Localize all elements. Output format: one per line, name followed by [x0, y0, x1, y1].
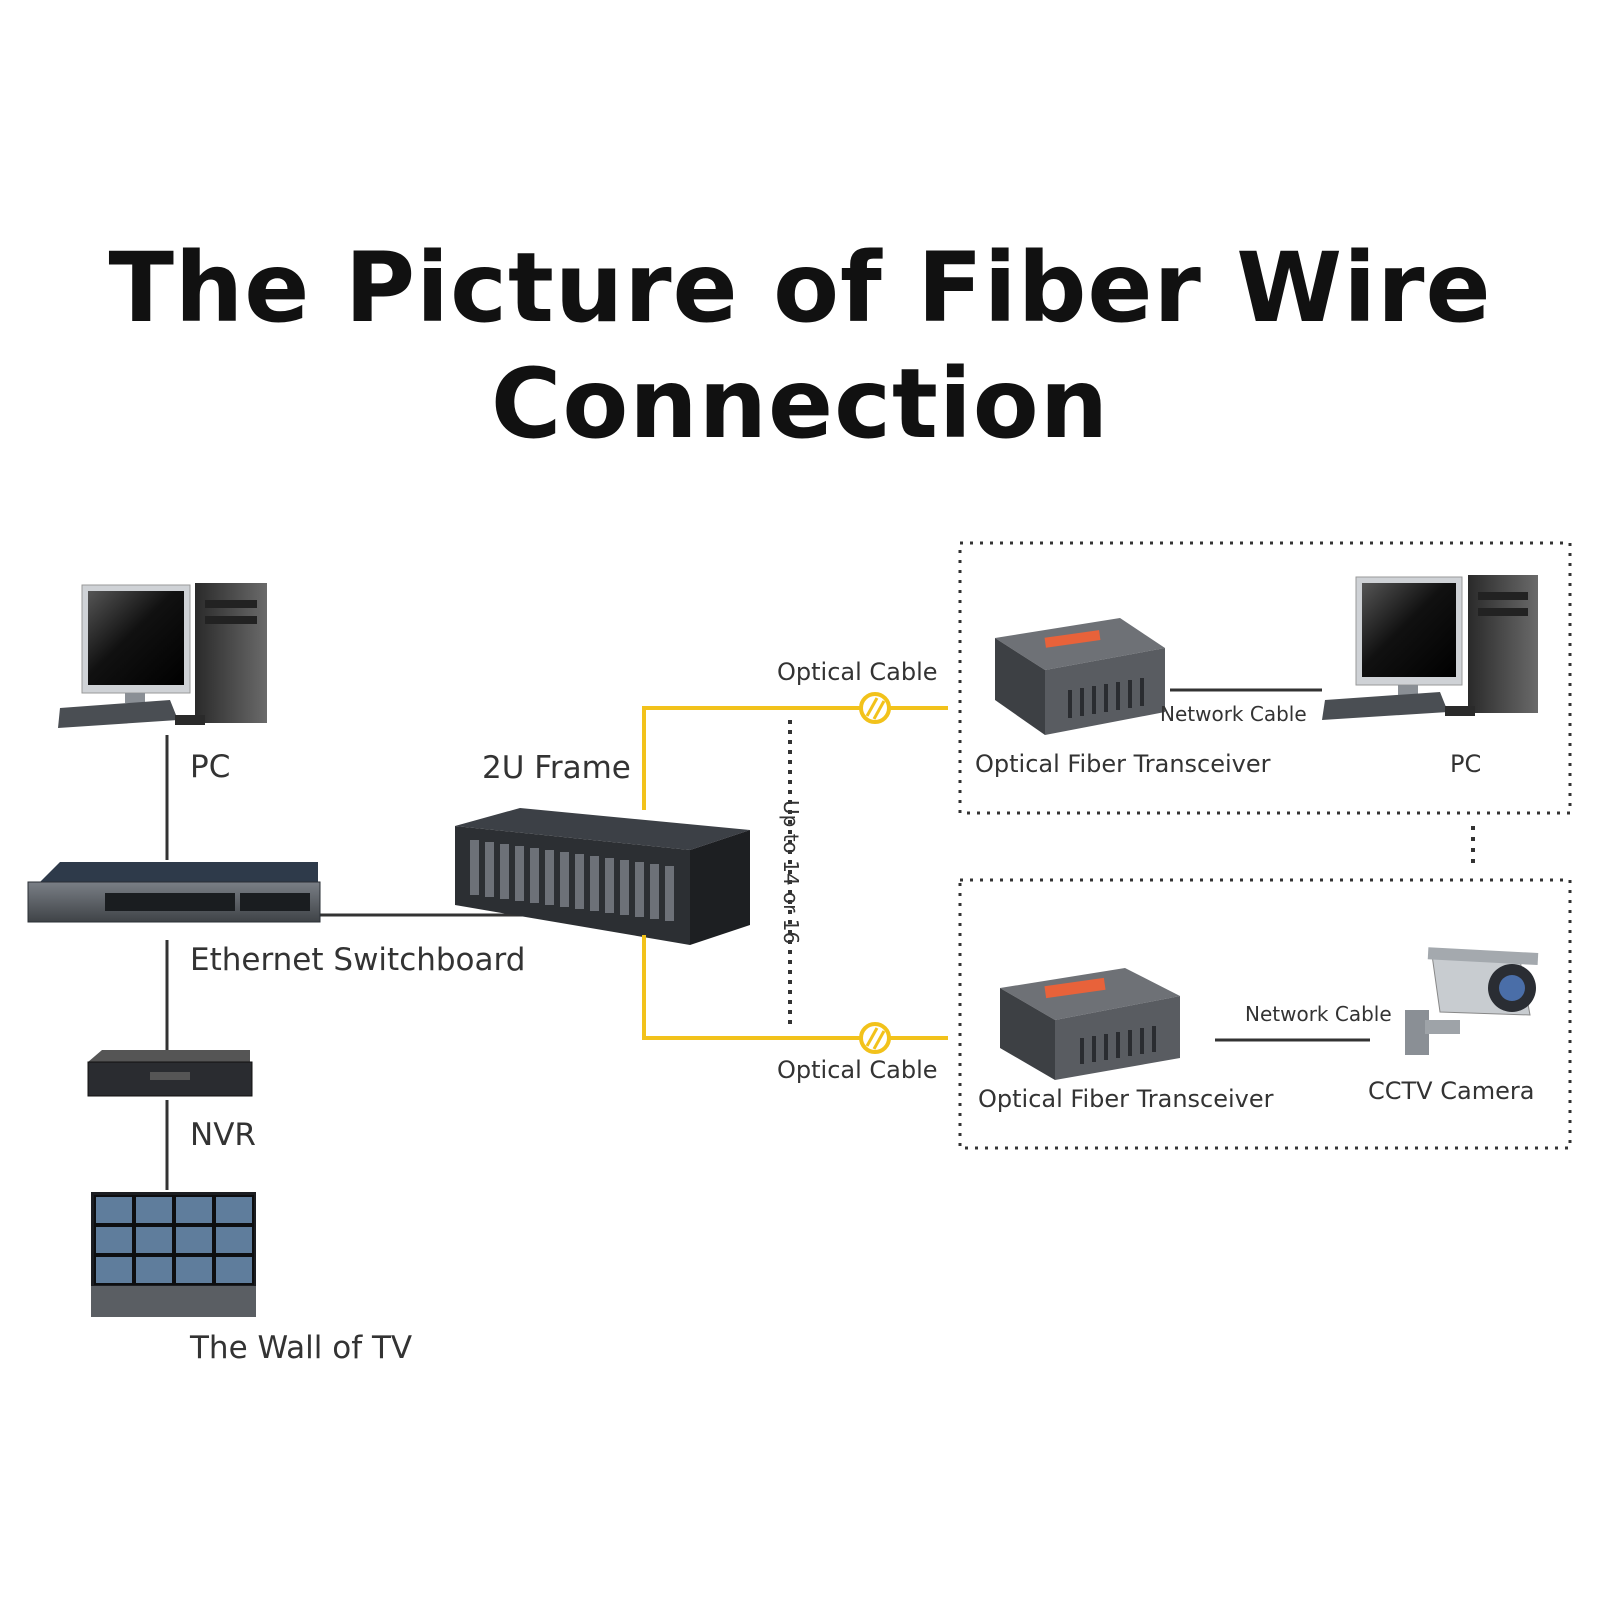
pc-left-icon	[58, 583, 267, 728]
optical-connector-bottom	[859, 1022, 891, 1054]
label-pc-left: PC	[190, 749, 231, 785]
label-network-cable-bottom: Network Cable	[1245, 1002, 1392, 1026]
remote-box-bottom	[958, 878, 1572, 1150]
label-transceiver-top: Optical Fiber Transceiver	[975, 750, 1271, 778]
label-range: Up to 14 or 16	[779, 800, 803, 945]
optical-connector-top	[859, 692, 891, 724]
transceiver-top-icon	[995, 618, 1165, 735]
ethernet-switch-icon	[27, 862, 321, 923]
label-cctv-camera: CCTV Camera	[1368, 1077, 1535, 1105]
frame-2u-icon	[455, 808, 750, 945]
optical-cables	[642, 706, 948, 1040]
label-pc-right: PC	[1450, 750, 1482, 778]
label-network-cable-top: Network Cable	[1160, 702, 1307, 726]
title-line-2: Connection	[490, 348, 1110, 460]
title-line-1: The Picture of Fiber Wire	[108, 232, 1492, 344]
label-ethernet-switch: Ethernet Switchboard	[190, 942, 526, 978]
label-optical-cable-top: Optical Cable	[777, 658, 938, 686]
label-transceiver-bottom: Optical Fiber Transceiver	[978, 1085, 1274, 1113]
label-tv-wall: The Wall of TV	[190, 1330, 413, 1366]
label-optical-cable-bottom: Optical Cable	[777, 1056, 938, 1084]
cctv-camera-icon	[1405, 947, 1539, 1055]
tv-wall-icon	[91, 1192, 256, 1317]
pc-right-icon	[1322, 575, 1538, 720]
label-nvr: NVR	[190, 1117, 256, 1153]
nvr-icon	[87, 1050, 253, 1097]
label-2u-frame: 2U Frame	[482, 750, 631, 786]
transceiver-bottom-icon	[1000, 968, 1180, 1080]
